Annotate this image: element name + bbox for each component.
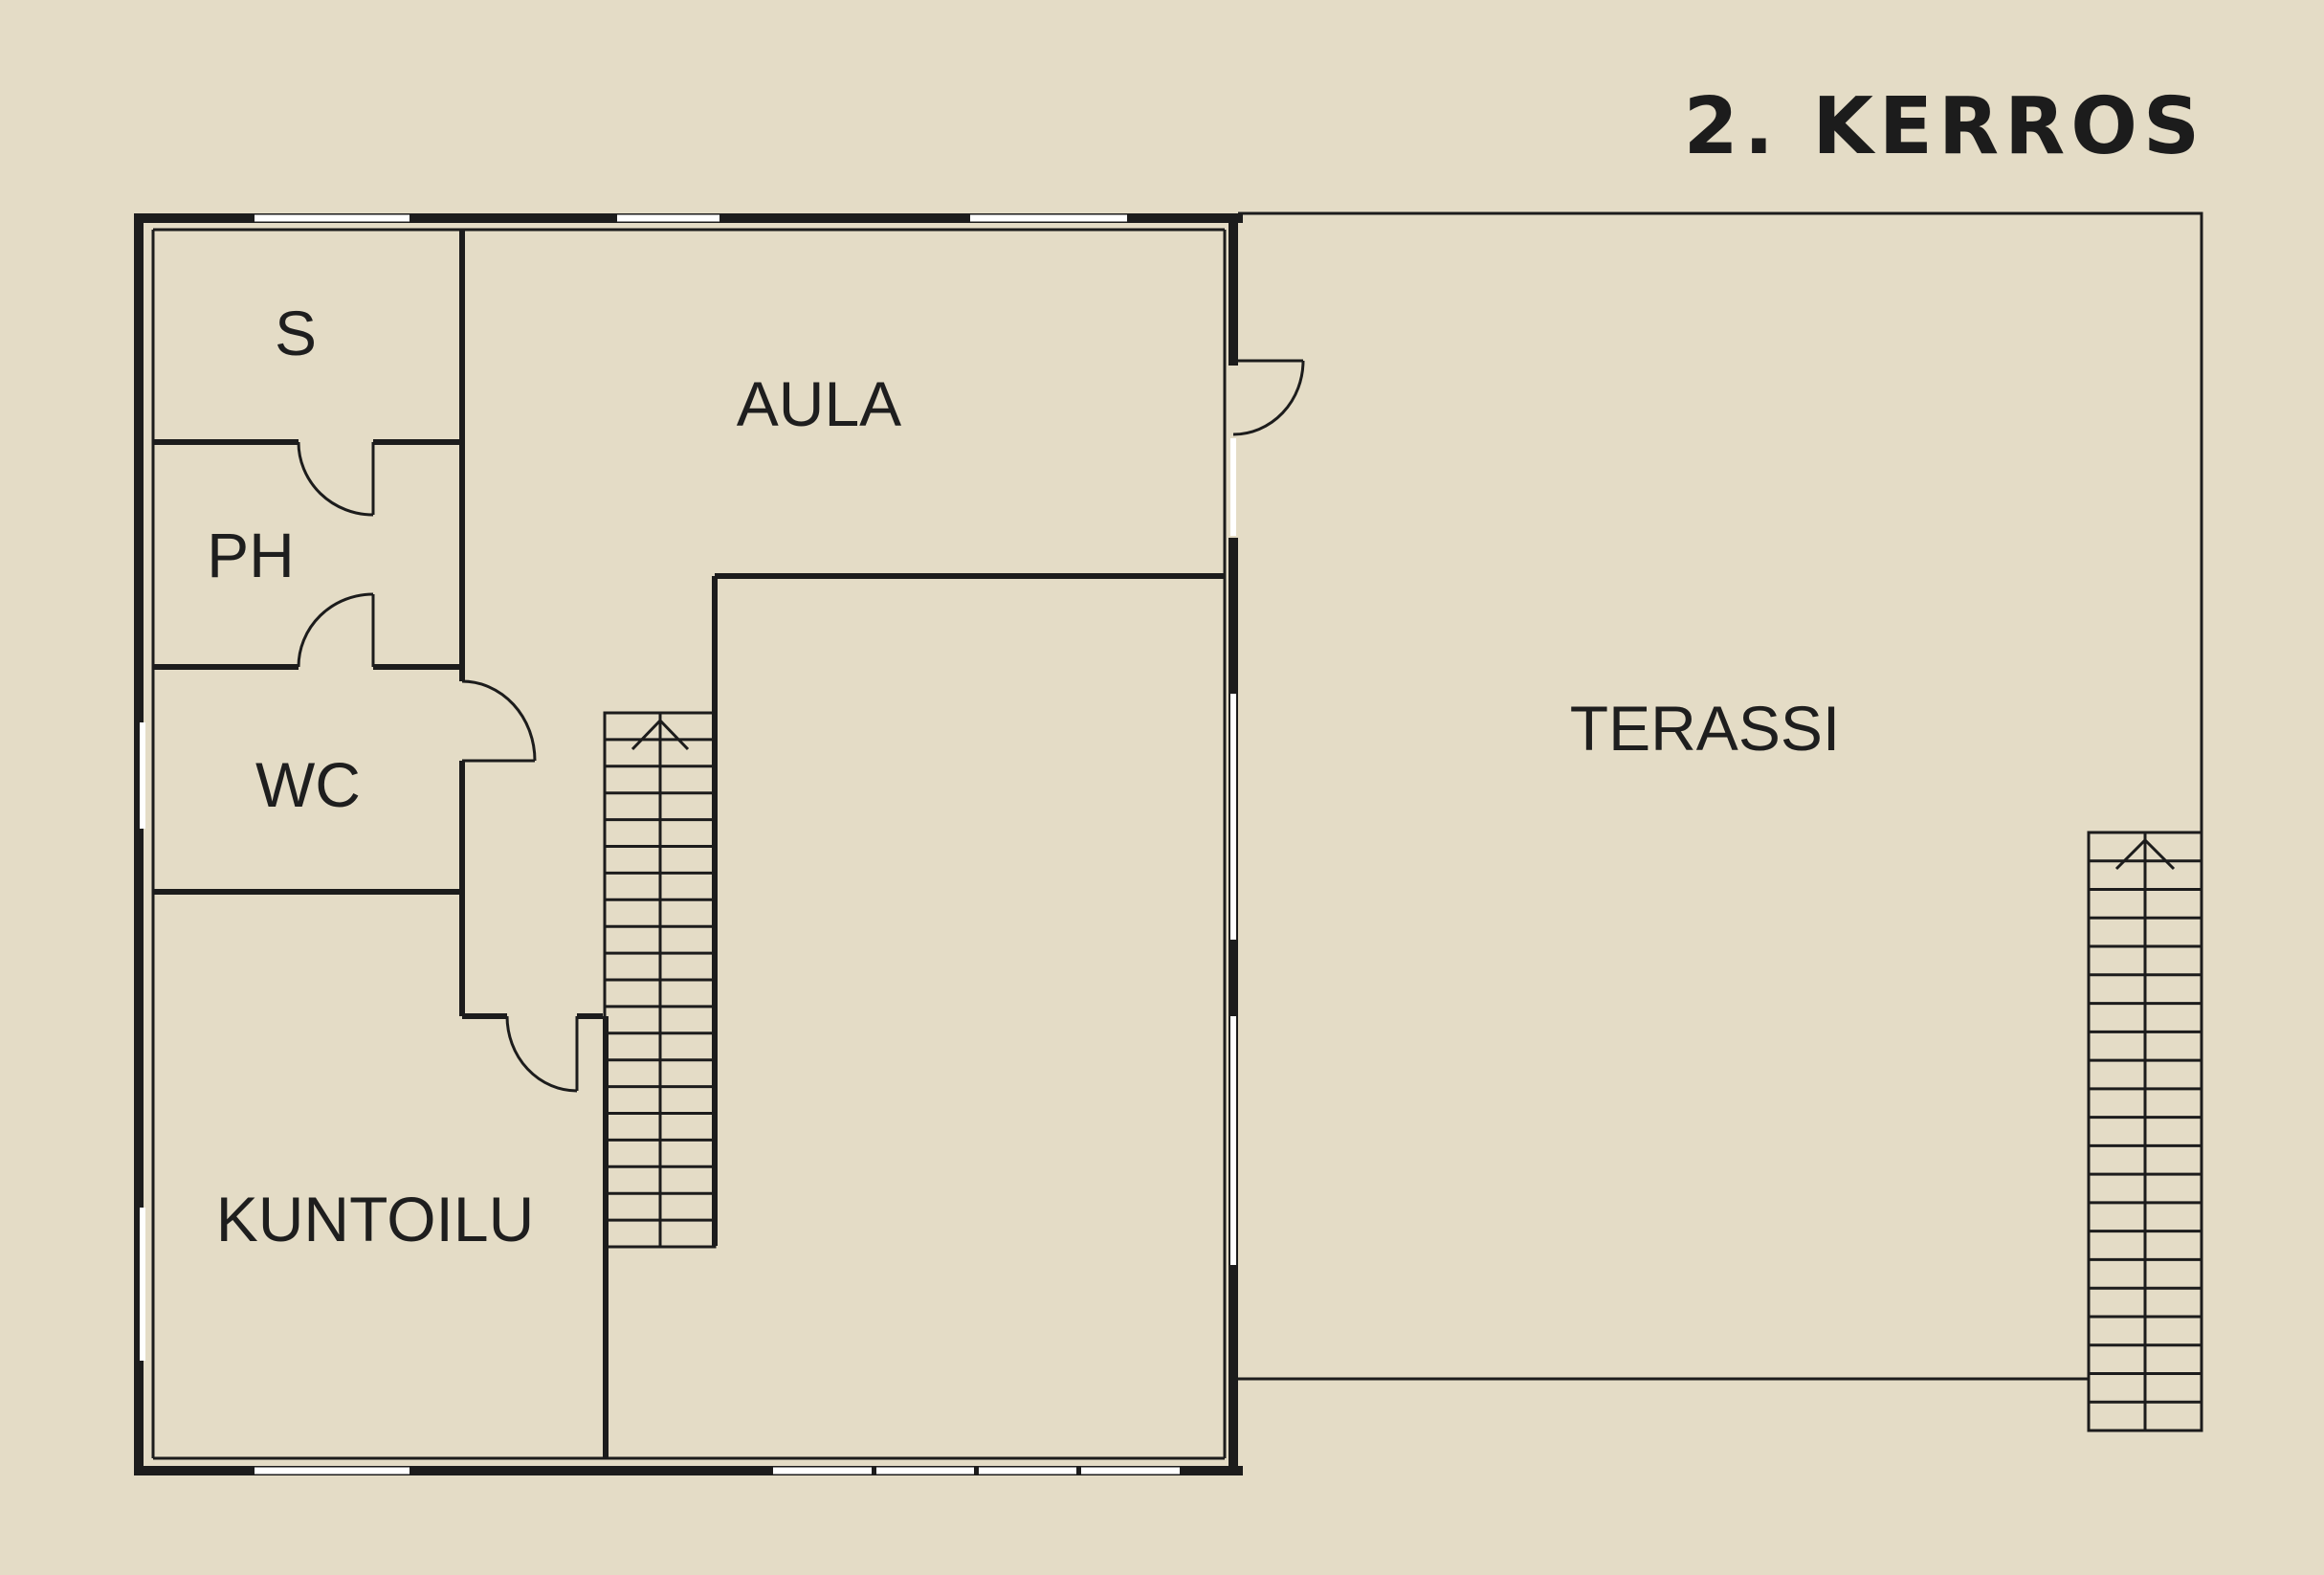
room-label-s: S <box>275 298 317 368</box>
room-label-wc: WC <box>255 749 361 820</box>
windows <box>140 214 1236 1475</box>
terrace-stairs <box>2087 831 2203 1432</box>
terrace-outline <box>1238 211 2203 1381</box>
doors <box>297 359 1305 1093</box>
room-label-aula: AULA <box>737 368 901 439</box>
floor-title: 2. KERROS <box>1684 81 2205 172</box>
room-label-ph: PH <box>207 520 295 590</box>
outer-walls <box>134 213 1243 1475</box>
interior-stairs <box>603 711 717 1249</box>
room-label-kuntoilu: KUNTOILU <box>216 1184 535 1254</box>
outer-walls-inner <box>151 228 1227 1460</box>
interior-walls <box>153 230 1225 1458</box>
room-label-terassi: TERASSI <box>1570 693 1840 764</box>
